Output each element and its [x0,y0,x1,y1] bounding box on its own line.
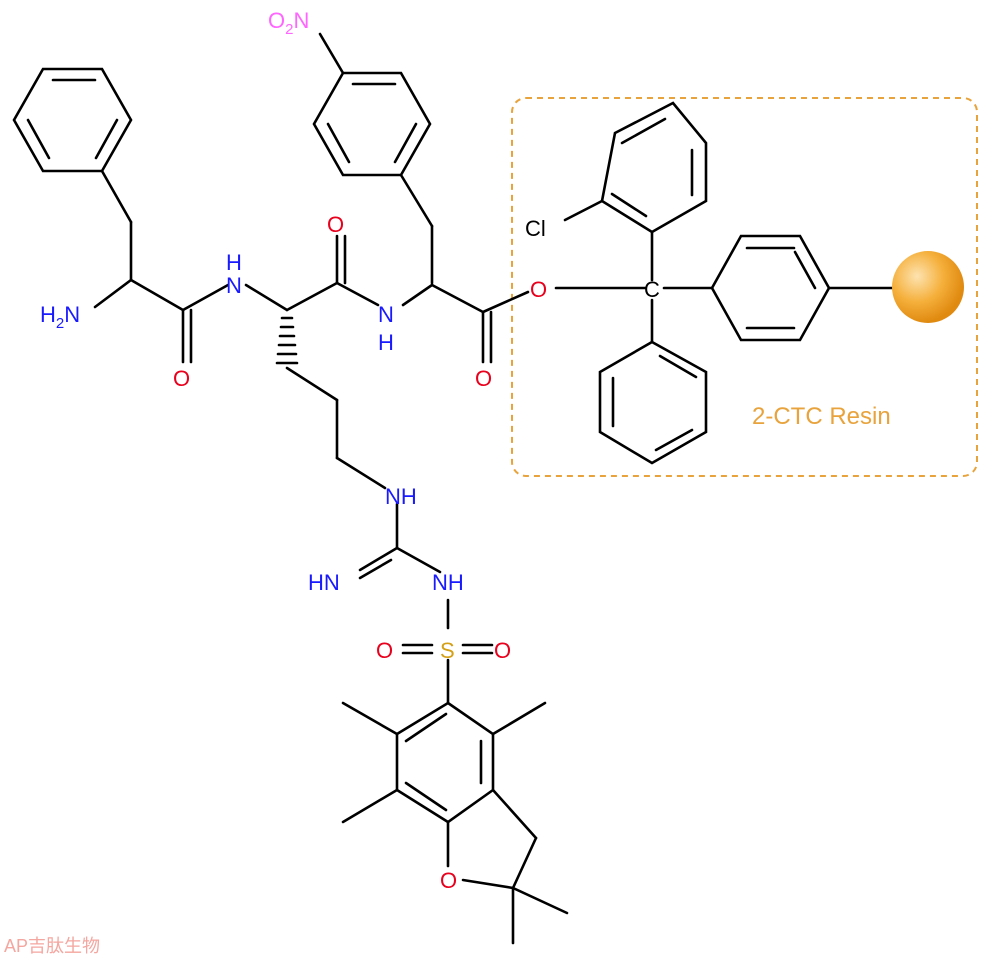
carbonyl-o2-label: O [327,212,344,237]
nitro-group-label: O2N [268,8,309,38]
amide1-h-label: H [226,250,242,275]
guanidine-hn-label: HN [308,570,340,595]
ester-o-label: O [530,277,547,302]
guanidine-nh-label: NH [385,484,417,509]
amide2-n-label: N [378,302,394,327]
chlorine-label: Cl [525,216,546,241]
sulfonyl-o-right-label: O [494,638,511,663]
amide2-h-label: H [378,330,394,355]
trityl-c-label: C [644,277,660,302]
chlorophenyl-ring [563,101,708,282]
furan-o-label: O [440,868,457,893]
phe-phenyl-ring [12,67,133,173]
sulfur-label: S [440,638,455,663]
resin-box [511,97,978,477]
pbf-group [341,658,569,945]
resin-label: 2-CTC Resin [752,403,891,430]
nitrophe-ring [312,32,432,177]
guanidine-nh2-label: NH [432,570,464,595]
amide1-n-label: N [226,273,242,298]
carbonyl-o3-label: O [475,366,492,391]
carbonyl-o1-label: O [173,366,190,391]
sulfonyl-o-left-label: O [376,638,393,663]
watermark-logo: AP吉肽生物 [4,936,100,956]
trityl-phenyl-ring [598,298,708,465]
arg-chain [275,234,450,630]
amine-h2n-label: H2N [40,302,80,332]
linker-phenyl-ring [662,234,897,342]
nitrophe-chain [399,173,647,364]
resin-bead-icon [892,251,964,323]
phe-chain [93,169,289,364]
